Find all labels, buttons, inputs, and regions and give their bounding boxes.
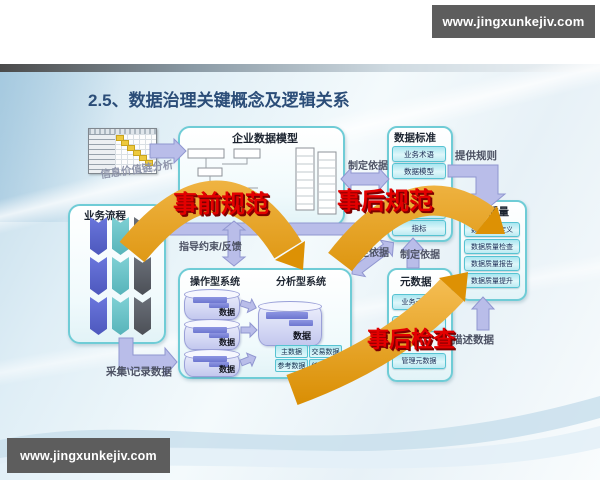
annotation-pre-regulation: 事前规范 bbox=[173, 191, 269, 218]
db-label: 数据 bbox=[292, 331, 311, 341]
db-bar bbox=[193, 356, 227, 362]
metadata-item-management: 管理元数据 bbox=[392, 353, 446, 369]
watermark-url-bottom: www.jingxunkejiv.com bbox=[20, 448, 157, 463]
er-node bbox=[187, 148, 225, 159]
database-cylinder-icon: 数据 bbox=[184, 349, 240, 377]
process-chevron bbox=[90, 257, 107, 295]
analytical-systems-title: 分析型系统 bbox=[276, 277, 326, 288]
label-basis-model-standard: 制定依据 bbox=[348, 161, 388, 172]
quality-item-definition: 数据质量定义 bbox=[464, 222, 520, 237]
data-type-statistical: 统计数据 bbox=[309, 359, 342, 372]
er-table bbox=[295, 147, 315, 211]
er-node bbox=[233, 148, 261, 159]
process-chevron bbox=[134, 297, 151, 335]
er-connector bbox=[205, 158, 248, 201]
business-process-title: 业务流程 bbox=[84, 210, 126, 222]
process-chevron bbox=[112, 257, 129, 295]
label-basis-metadata-standard: 制定依据 bbox=[400, 250, 440, 261]
db-label: 数据 bbox=[219, 365, 235, 374]
standard-item-data-model: 数据模型 bbox=[392, 163, 446, 179]
data-quality-title: 数据质量 bbox=[467, 206, 509, 218]
database-cylinder-icon: 数据 bbox=[184, 289, 240, 320]
db-bar bbox=[209, 303, 229, 308]
metadata-title: 元数据 bbox=[400, 276, 432, 288]
gantt-cell bbox=[121, 140, 129, 146]
label-collect-record: 采集\记录数据 bbox=[106, 366, 172, 378]
database-cylinder-icon: 数据 bbox=[184, 319, 240, 350]
top-gradient-band bbox=[0, 64, 600, 72]
db-bar bbox=[209, 362, 229, 367]
gantt-cell bbox=[139, 155, 147, 161]
db-bar bbox=[193, 297, 227, 303]
process-chevron-column bbox=[90, 217, 107, 337]
gantt-cell bbox=[133, 150, 141, 156]
db-bar bbox=[193, 327, 227, 333]
process-chevron-column bbox=[112, 217, 129, 337]
quality-item-check: 数据质量检查 bbox=[464, 239, 520, 254]
label-basis-analysis-standard: 制定依据 bbox=[349, 248, 389, 259]
label-describe-data: 描述数据 bbox=[452, 334, 494, 346]
watermark-url-top: www.jingxunkejiv.com bbox=[442, 14, 585, 29]
process-chevron bbox=[90, 297, 107, 335]
data-standard-title: 数据标准 bbox=[394, 132, 436, 144]
db-bar bbox=[266, 312, 308, 319]
er-node bbox=[197, 167, 223, 177]
spreadsheet-header-row bbox=[89, 129, 156, 134]
metadata-item-business: 业务元数据 bbox=[392, 294, 446, 310]
process-chevron bbox=[134, 217, 151, 255]
process-chevron bbox=[134, 257, 151, 295]
watermark-bar-top: www.jingxunkejiv.com bbox=[432, 5, 595, 38]
db-bar bbox=[209, 333, 229, 338]
page-title: 2.5、数据治理关键概念及逻辑关系 bbox=[88, 91, 350, 110]
quality-item-report: 数据质量报告 bbox=[464, 256, 520, 271]
data-types-table: 主数据 交易数据 参考数据 统计数据 bbox=[275, 345, 342, 372]
database-cylinder-icon-analytical: 数据 bbox=[258, 301, 322, 346]
annotation-post-regulation: 事后规范 bbox=[337, 188, 433, 215]
label-provide-rules: 提供规则 bbox=[455, 150, 497, 162]
gantt-cell bbox=[127, 145, 135, 151]
operational-systems-title: 操作型系统 bbox=[190, 277, 240, 288]
er-table bbox=[317, 151, 337, 215]
data-type-master: 主数据 bbox=[275, 345, 308, 358]
process-chevron bbox=[112, 217, 129, 255]
process-chevron bbox=[112, 297, 129, 335]
standard-item-indicators: 指标 bbox=[392, 220, 446, 236]
annotation-post-check: 事后检查 bbox=[367, 327, 456, 352]
quality-item-improvement: 数据质量提升 bbox=[464, 273, 520, 288]
db-bar bbox=[289, 320, 313, 326]
gantt-cell bbox=[116, 135, 124, 141]
enterprise-data-model-title: 企业数据模型 bbox=[232, 133, 298, 145]
er-table-rows bbox=[296, 155, 314, 205]
label-guide-feedback: 指导约束/反馈 bbox=[179, 242, 242, 253]
process-chevron-column bbox=[134, 217, 151, 337]
process-chevron bbox=[90, 217, 107, 255]
data-type-transaction: 交易数据 bbox=[309, 345, 342, 358]
db-label: 数据 bbox=[219, 338, 235, 347]
er-table-rows bbox=[318, 159, 336, 209]
data-type-reference: 参考数据 bbox=[275, 359, 308, 372]
spreadsheet-row-labels bbox=[89, 134, 116, 173]
watermark-bar-bottom: www.jingxunkejiv.com bbox=[7, 438, 170, 473]
db-label: 数据 bbox=[219, 308, 235, 317]
standard-item-business-terms: 业务术语 bbox=[392, 146, 446, 162]
value-chain-spreadsheet-thumbnail bbox=[88, 128, 157, 174]
